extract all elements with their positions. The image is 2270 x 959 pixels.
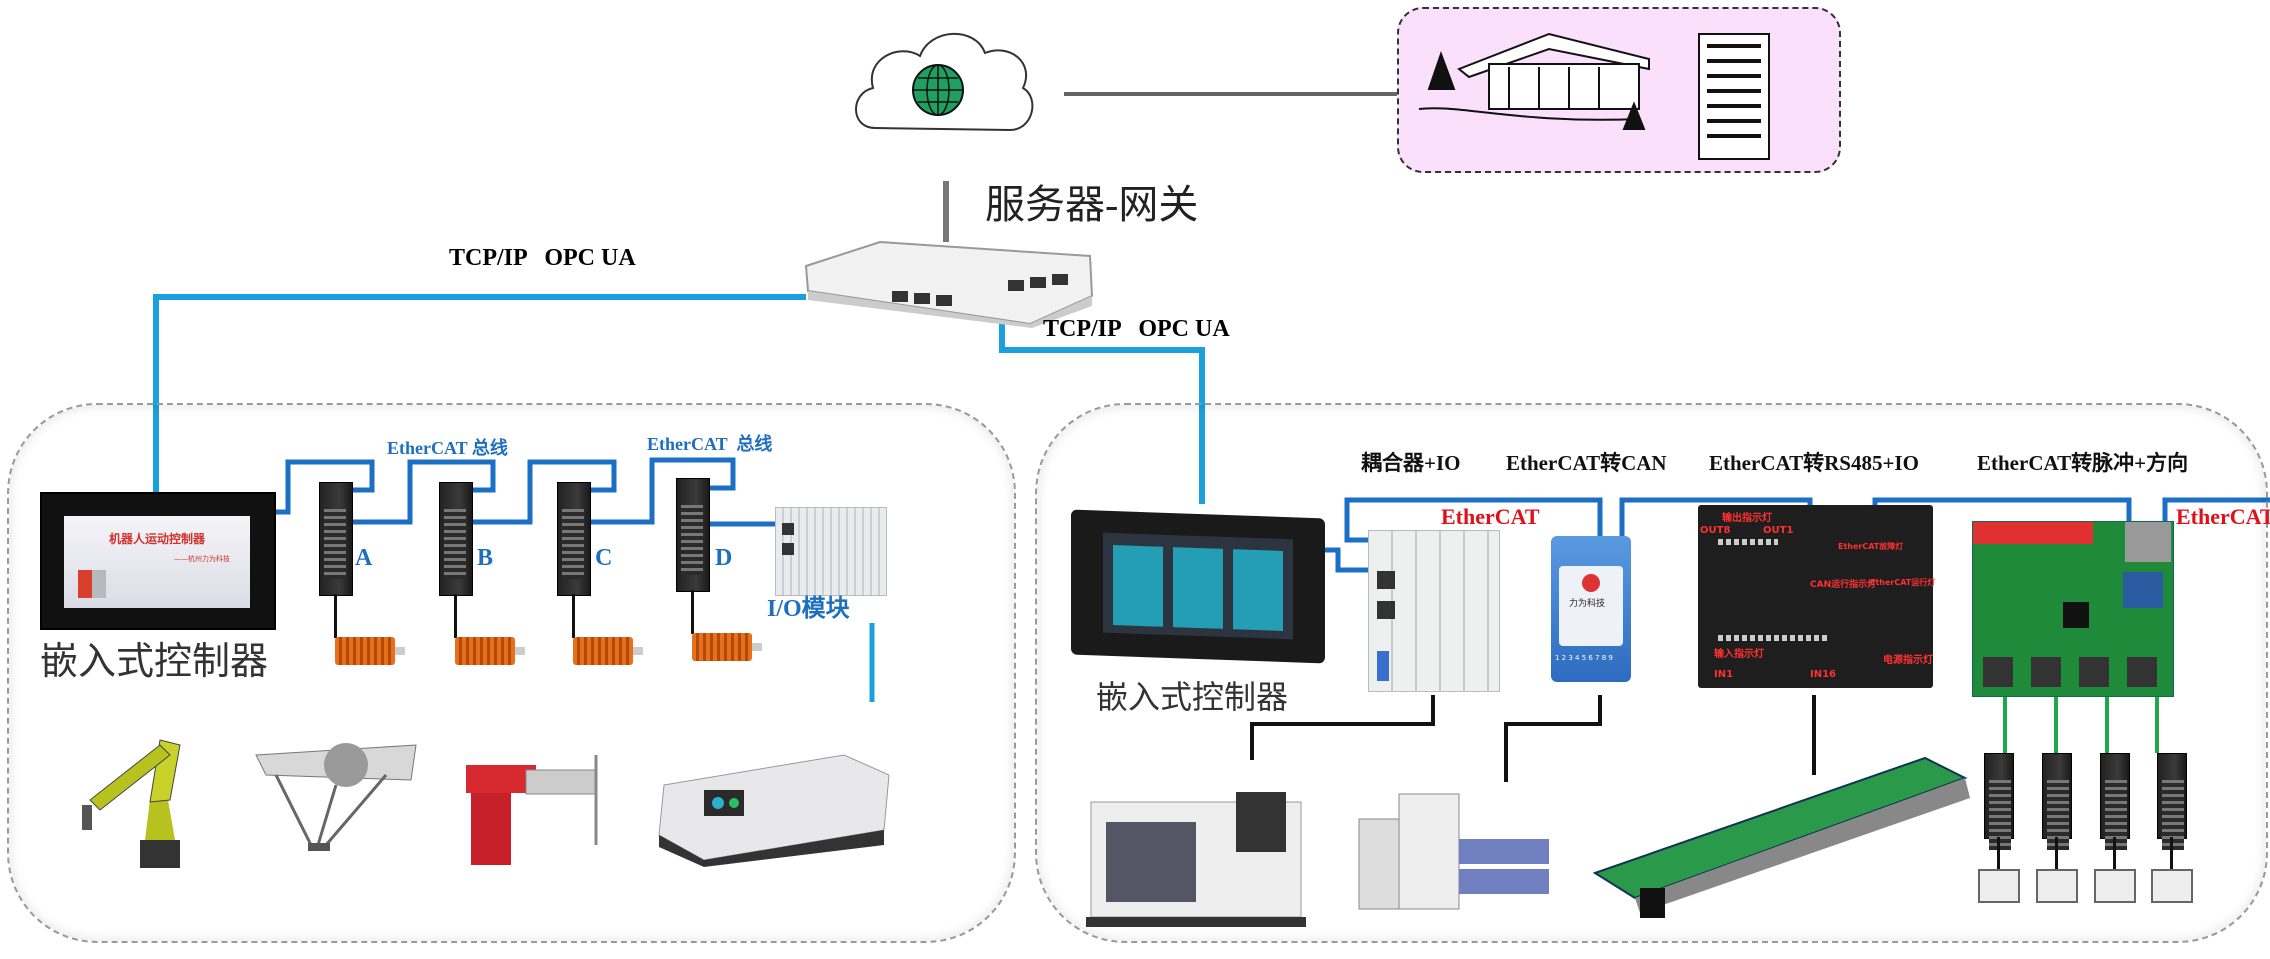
servo-motor-icon — [335, 637, 405, 665]
bus-label-2: EtherCAT 总线 — [647, 434, 773, 454]
rs485-label: 输出指示灯 — [1722, 513, 1772, 524]
ethercat-bus-left — [272, 459, 375, 515]
io-module-label: I/O模块 — [767, 596, 850, 622]
injection-molding-machine-icon — [1358, 793, 1549, 910]
right-section-box — [1035, 403, 2268, 943]
rs485-label: IN1 — [1714, 669, 1734, 680]
servo-drive-pulse-3[interactable] — [2100, 753, 2130, 850]
embedded-controller-left[interactable]: 机器人运动控制器 ——杭州力为科技 — [40, 492, 276, 630]
servo-drive-d[interactable] — [676, 478, 710, 592]
industrial-robot-arm-icon — [82, 739, 181, 868]
servo-drive-b[interactable] — [439, 482, 473, 596]
cnc-machine-icon — [1086, 792, 1306, 927]
link-label-left: TCP/IP OPC UA — [449, 245, 636, 271]
rs485-label: IN16 — [1810, 669, 1837, 680]
pulse-direction-board[interactable] — [1972, 521, 2174, 697]
servo-drive-pulse-1[interactable] — [1984, 753, 2014, 850]
heading-ethercat-can: EtherCAT转CAN — [1506, 451, 1667, 475]
drive-label-b: B — [477, 545, 494, 571]
ethercat-label-1: EtherCAT — [1441, 504, 1540, 529]
heading-coupler-io: 耦合器+IO — [1361, 451, 1461, 475]
delta-robot-icon — [255, 743, 417, 851]
rs485-label: 输入指示灯 — [1714, 649, 1764, 660]
gateway-label: 服务器-网关 — [985, 182, 1199, 227]
internet-cloud-icon — [855, 32, 1034, 132]
heading-ethercat-rs485-io: EtherCAT转RS485+IO — [1709, 451, 1919, 475]
can-converter-module[interactable]: 力为科技 1 2 3 4 5 6 7 8 9 — [1551, 536, 1631, 682]
rs485-label: EtherCAT运行灯 — [1870, 578, 1936, 587]
scara-robot-icon — [466, 755, 598, 865]
rs485-label: OUT8 — [1700, 525, 1731, 536]
rs485-label: 电源指示灯 — [1883, 655, 1933, 666]
remote-site-box — [1397, 7, 1841, 173]
io-module[interactable] — [775, 507, 887, 596]
servo-drive-pulse-2[interactable] — [2042, 753, 2072, 850]
heading-ethercat-pulse: EtherCAT转脉冲+方向 — [1977, 451, 2189, 475]
can-module-brand: 力为科技 — [1569, 599, 1606, 609]
drive-label-c: C — [595, 545, 613, 571]
controller-screen-title: 机器人运动控制器 — [109, 532, 206, 546]
controller-label-right: 嵌入式控制器 — [1096, 678, 1289, 716]
can-module-digits: 1 2 3 4 5 6 7 8 9 — [1555, 654, 1613, 662]
drive-label-a: A — [355, 545, 373, 571]
rs485-label: EtherCAT故障灯 — [1838, 542, 1904, 551]
left-section-box — [7, 403, 1016, 943]
link-label-right: TCP/IP OPC UA — [1043, 316, 1230, 342]
rs485-label: CAN运行指示灯 — [1810, 580, 1877, 590]
building-icon — [1418, 32, 1770, 160]
rs485-io-module[interactable]: 输出指示灯 OUT8 OUT1 EtherCAT故障灯 CAN运行指示灯 Eth… — [1698, 505, 1936, 688]
motor-icon — [2151, 869, 2193, 903]
network-switch-icon[interactable] — [800, 236, 1096, 330]
rs485-label: OUT1 — [1763, 525, 1794, 536]
ethercat-bus-right — [1325, 547, 1368, 573]
controller-label-left: 嵌入式控制器 — [40, 639, 269, 683]
bus-label-1: EtherCAT 总线 — [387, 438, 508, 458]
servo-drive-c[interactable] — [557, 482, 591, 596]
servo-drive-a[interactable] — [319, 482, 353, 596]
controller-screen-sub: ——杭州力为科技 — [174, 555, 230, 563]
network-line-left — [153, 294, 806, 492]
servo-motor-icon — [573, 637, 643, 665]
drive-label-d: D — [715, 545, 733, 571]
motor-icon — [2094, 869, 2136, 903]
ethercat-label-2: EtherCAT — [2176, 504, 2270, 529]
logo-cube-icon — [78, 570, 106, 598]
servo-motor-icon — [692, 633, 762, 661]
coupler-io-module[interactable] — [1368, 530, 1500, 692]
motor-icon — [1978, 869, 2020, 903]
embedded-controller-right[interactable] — [1071, 509, 1325, 664]
conveyor-line-icon — [1592, 756, 1970, 918]
servo-drive-pulse-4[interactable] — [2157, 753, 2187, 850]
agv-robot-icon — [658, 754, 890, 867]
motor-icon — [2036, 869, 2078, 903]
servo-motor-icon — [455, 637, 525, 665]
